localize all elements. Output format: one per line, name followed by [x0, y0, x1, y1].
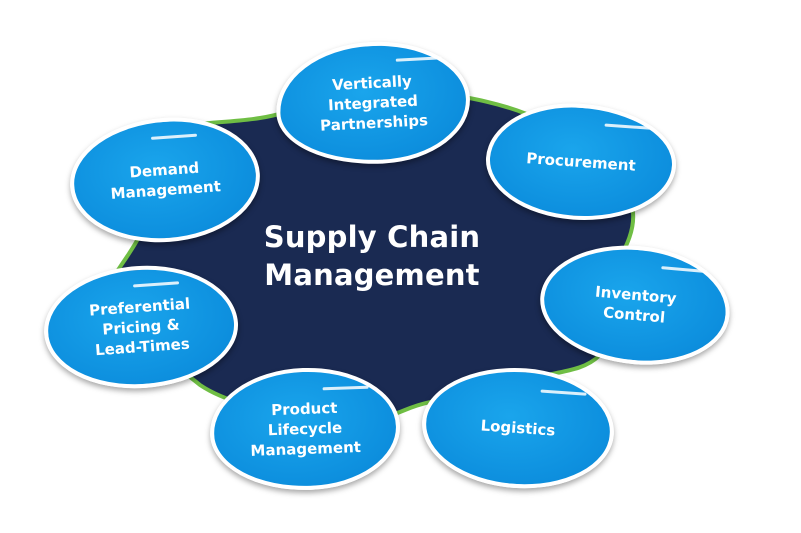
node-label: Preferential Pricing & Lead-Times [88, 294, 191, 360]
center-title: Supply Chain Management [222, 218, 522, 294]
node-label: Logistics [480, 416, 556, 440]
node-label: Inventory Control [594, 282, 678, 327]
center-title-line-1: Supply Chain [263, 220, 481, 254]
node-label: Product Lifecycle Management [250, 398, 362, 460]
node-label: Demand Management [109, 158, 222, 203]
node-label: Vertically Integrated Partnerships [319, 71, 429, 135]
node-label: Procurement [525, 149, 637, 175]
center-title-line-2: Management [264, 258, 480, 292]
